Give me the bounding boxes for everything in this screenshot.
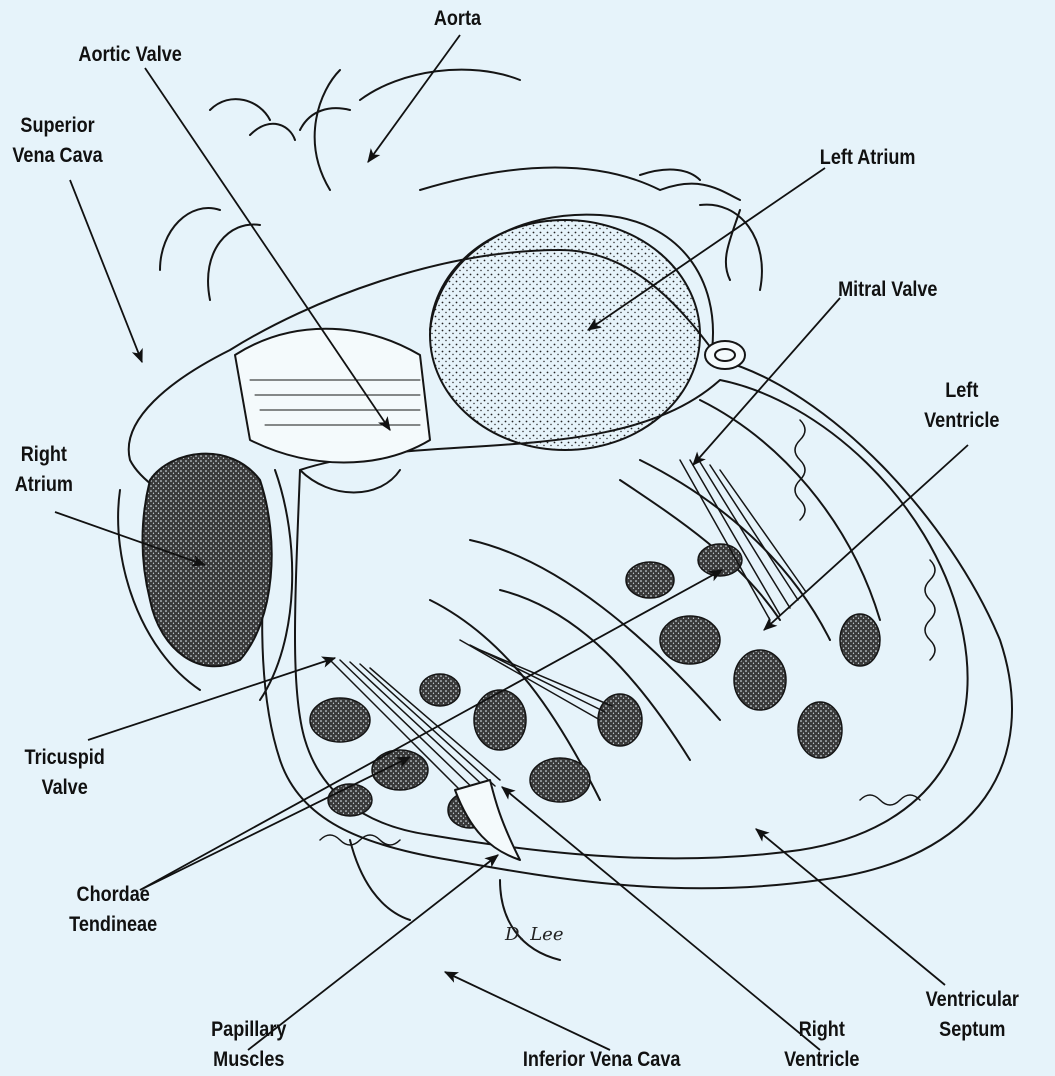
leader-inferior-vena-cava: [445, 972, 610, 1050]
label-left-atrium: Left Atrium: [820, 143, 916, 173]
label-right-atrium: Right Atrium: [15, 440, 73, 500]
artist-signature: D. Lee: [504, 924, 564, 945]
label-aortic-valve: Aortic Valve: [78, 40, 181, 70]
label-right-ventricle: Right Ventricle: [784, 1015, 859, 1075]
label-tricuspid-valve: Tricuspid Valve: [25, 743, 105, 803]
leader-right-ventricle: [502, 787, 820, 1050]
leader-aorta: [368, 35, 460, 162]
svc-outline: [160, 208, 260, 300]
label-left-ventricle: Left Ventricle: [924, 376, 999, 436]
label-chordae-tendineae: Chordae Tendineae: [69, 880, 157, 940]
label-inferior-vena-cava: Inferior Vena Cava: [523, 1045, 681, 1075]
leader-superior-vena-cava: [70, 180, 142, 362]
label-aorta: Aorta: [434, 4, 481, 34]
leader-chordae-1: [140, 757, 410, 890]
right-atrium-chamber: [143, 454, 272, 667]
label-papillary-muscles: Papillary Muscles: [211, 1015, 286, 1075]
label-mitral-valve: Mitral Valve: [838, 275, 937, 305]
aorta-outline: [300, 70, 520, 190]
label-superior-vena-cava: Superior Vena Cava: [12, 111, 102, 171]
label-ventricular-septum: Ventricular Septum: [926, 985, 1019, 1045]
leader-mitral-valve: [693, 298, 840, 465]
